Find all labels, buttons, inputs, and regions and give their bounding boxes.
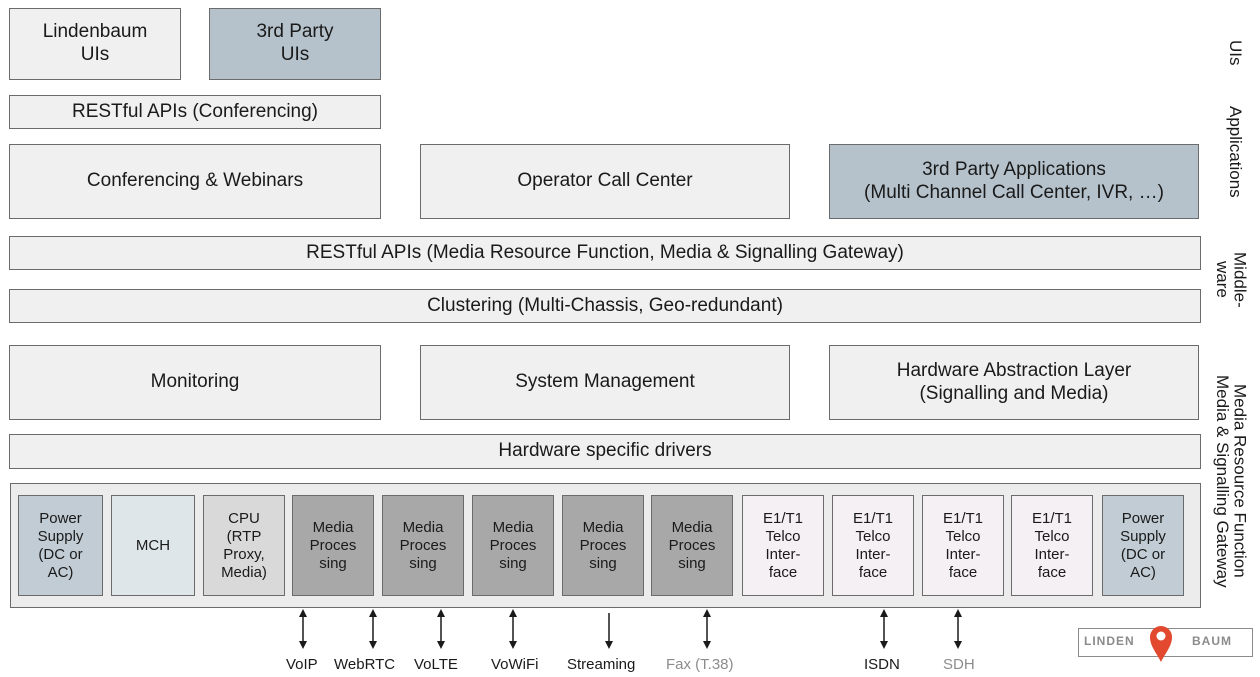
hardware-drivers-box: Hardware specific drivers <box>9 434 1201 469</box>
slot-media-processing-5: Media Proces sing <box>651 495 733 596</box>
label-streaming: Streaming <box>567 656 636 673</box>
label-fax: Fax (T.38) <box>666 656 734 673</box>
label-volte: VoLTE <box>414 656 458 673</box>
conferencing-webinars-box: Conferencing & Webinars <box>9 144 381 219</box>
slot-cpu: CPU (RTP Proxy, Media) <box>203 495 285 596</box>
label-webrtc: WebRTC <box>334 656 396 673</box>
label-voip: VoIP <box>286 656 318 673</box>
system-management-box: System Management <box>420 345 790 420</box>
slot-e1t1-1: E1/T1 Telco Inter- face <box>742 495 824 596</box>
slot-media-processing-4: Media Proces sing <box>562 495 644 596</box>
monitoring-box: Monitoring <box>9 345 381 420</box>
slot-power-supply-left: Power Supply (DC or AC) <box>18 495 103 596</box>
operator-call-center-box: Operator Call Center <box>420 144 790 219</box>
restful-apis-media: RESTful APIs (Media Resource Function, M… <box>9 236 1201 270</box>
side-label-middleware: Middle- ware <box>1212 252 1250 308</box>
label-sdh: SDH <box>943 656 975 673</box>
logo-text-linden: LINDEN <box>1084 634 1135 648</box>
slot-power-supply-right: Power Supply (DC or AC) <box>1102 495 1184 596</box>
slot-media-processing-1: Media Proces sing <box>292 495 374 596</box>
side-label-applications: Applications <box>1225 106 1245 198</box>
slot-e1t1-3: E1/T1 Telco Inter- face <box>922 495 1004 596</box>
slot-e1t1-4: E1/T1 Telco Inter- face <box>1011 495 1093 596</box>
side-label-media: Media Resource Function Media & Signalli… <box>1212 375 1250 588</box>
clustering-box: Clustering (Multi-Chassis, Geo-redundant… <box>9 289 1201 323</box>
slot-e1t1-2: E1/T1 Telco Inter- face <box>832 495 914 596</box>
slot-media-processing-3: Media Proces sing <box>472 495 554 596</box>
label-isdn: ISDN <box>864 656 900 673</box>
side-label-uis: UIs <box>1225 40 1245 66</box>
lindenbaum-logo: LINDEN BAUM <box>1078 622 1253 666</box>
logo-text-baum: BAUM <box>1192 634 1232 648</box>
third-party-uis-box: 3rd Party UIs <box>209 8 381 80</box>
slot-mch: MCH <box>111 495 195 596</box>
hardware-abstraction-layer-box: Hardware Abstraction Layer (Signalling a… <box>829 345 1199 420</box>
slot-media-processing-2: Media Proces sing <box>382 495 464 596</box>
restful-apis-conferencing: RESTful APIs (Conferencing) <box>9 95 381 129</box>
third-party-applications-box: 3rd Party Applications (Multi Channel Ca… <box>829 144 1199 219</box>
label-vowifi: VoWiFi <box>491 656 539 673</box>
lindenbaum-uis-box: Lindenbaum UIs <box>9 8 181 80</box>
